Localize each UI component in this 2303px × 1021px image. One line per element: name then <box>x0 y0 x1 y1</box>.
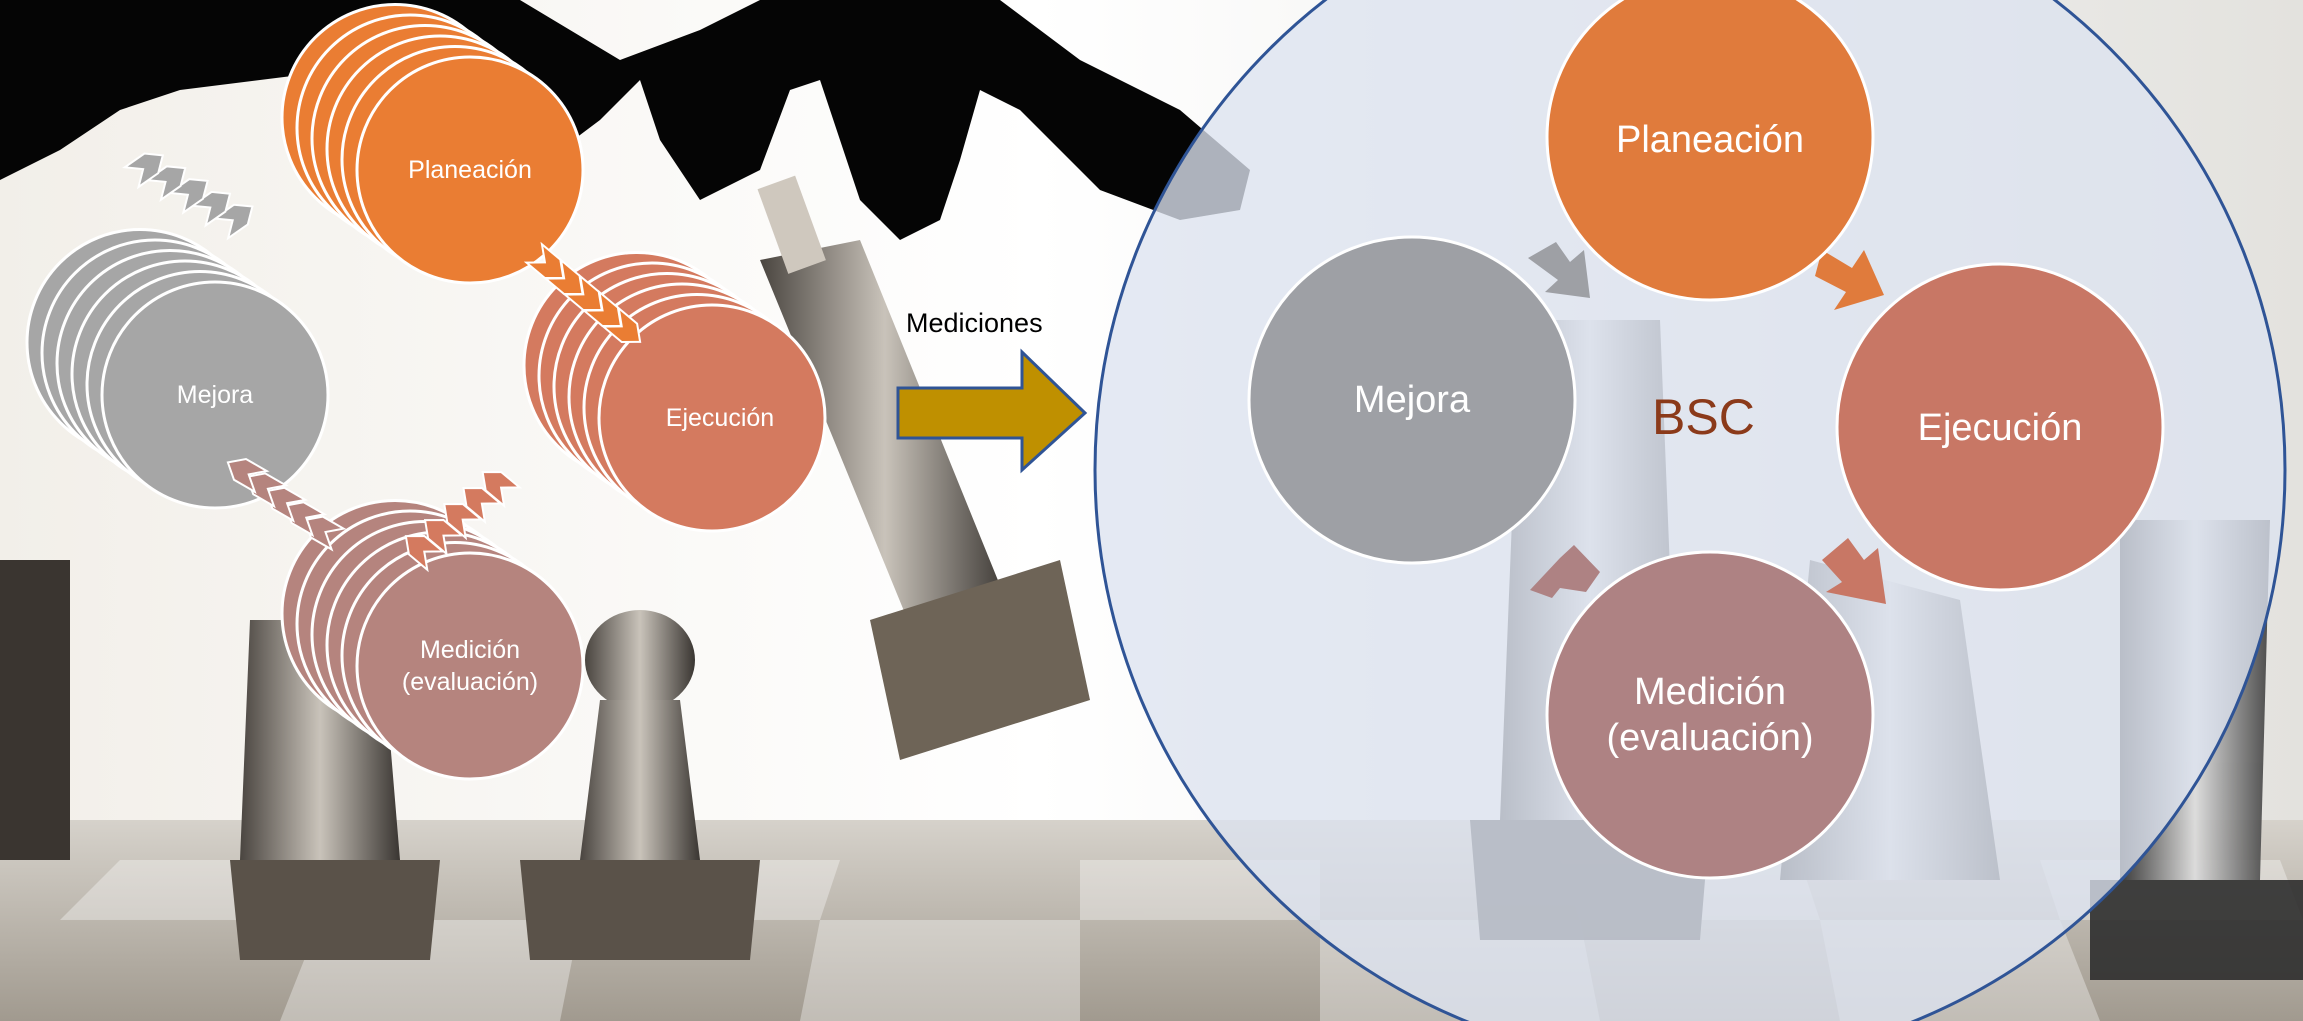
left-chevron-medicion-to-mejora <box>226 457 270 495</box>
right-circle-planeacion <box>1545 0 1875 302</box>
left-cycle-chevrons <box>121 152 642 573</box>
transition-block-arrow <box>896 348 1088 474</box>
transition-caption: Mediciones <box>906 308 1043 338</box>
left-circle-medicion <box>355 551 585 781</box>
left-label-mejora: Mejora <box>176 381 254 409</box>
arrow-mejora-to-planeacion <box>1528 242 1590 298</box>
left-chevron-medicion-to-mejora <box>284 501 328 538</box>
arrow-planeacion-to-ejecucion <box>1815 250 1884 310</box>
left-chevron-mejora-to-planeacion <box>121 152 165 190</box>
right-label-ejecucion: Ejecución <box>1917 407 2083 449</box>
left-pawns <box>0 560 760 960</box>
right-label-mejora: Mejora <box>1353 379 1471 421</box>
left-label-planeacion: Planeación <box>408 156 532 184</box>
left-chevron-medicion-to-mejora <box>245 472 289 509</box>
right-circle-mejora <box>1247 235 1577 565</box>
right-label-planeacion: Planeación <box>1615 119 1805 161</box>
left-chevron-planeacion-to-ejecucion <box>600 305 642 344</box>
left-circle-planeacion <box>355 55 585 285</box>
arrow-ejecucion-to-medicion <box>1822 538 1886 604</box>
arrow-medicion-to-mejora <box>1530 545 1600 598</box>
left-chevron-medicion-to-mejora <box>303 515 347 552</box>
bsc-center-label: BSC <box>1652 389 1755 445</box>
left-circle-ejecucion <box>597 303 827 533</box>
right-circle-ejecucion <box>1835 262 2165 592</box>
left-chevron-ejecucion-to-medicion <box>404 534 446 573</box>
left-circle-mejora <box>100 280 330 510</box>
falling-king-piece <box>757 175 1090 760</box>
left-label-ejecucion: Ejecución <box>665 404 775 432</box>
left-chevron-medicion-to-mejora <box>264 486 309 523</box>
left-cycle-stacked-circles <box>25 3 827 781</box>
right-label-medicion: Medición (evaluación) <box>1606 671 1814 759</box>
right-cycle-arrows <box>1528 242 1886 604</box>
left-label-medicion: Medición (evaluación) <box>401 636 539 696</box>
right-circle-medicion <box>1545 550 1875 880</box>
